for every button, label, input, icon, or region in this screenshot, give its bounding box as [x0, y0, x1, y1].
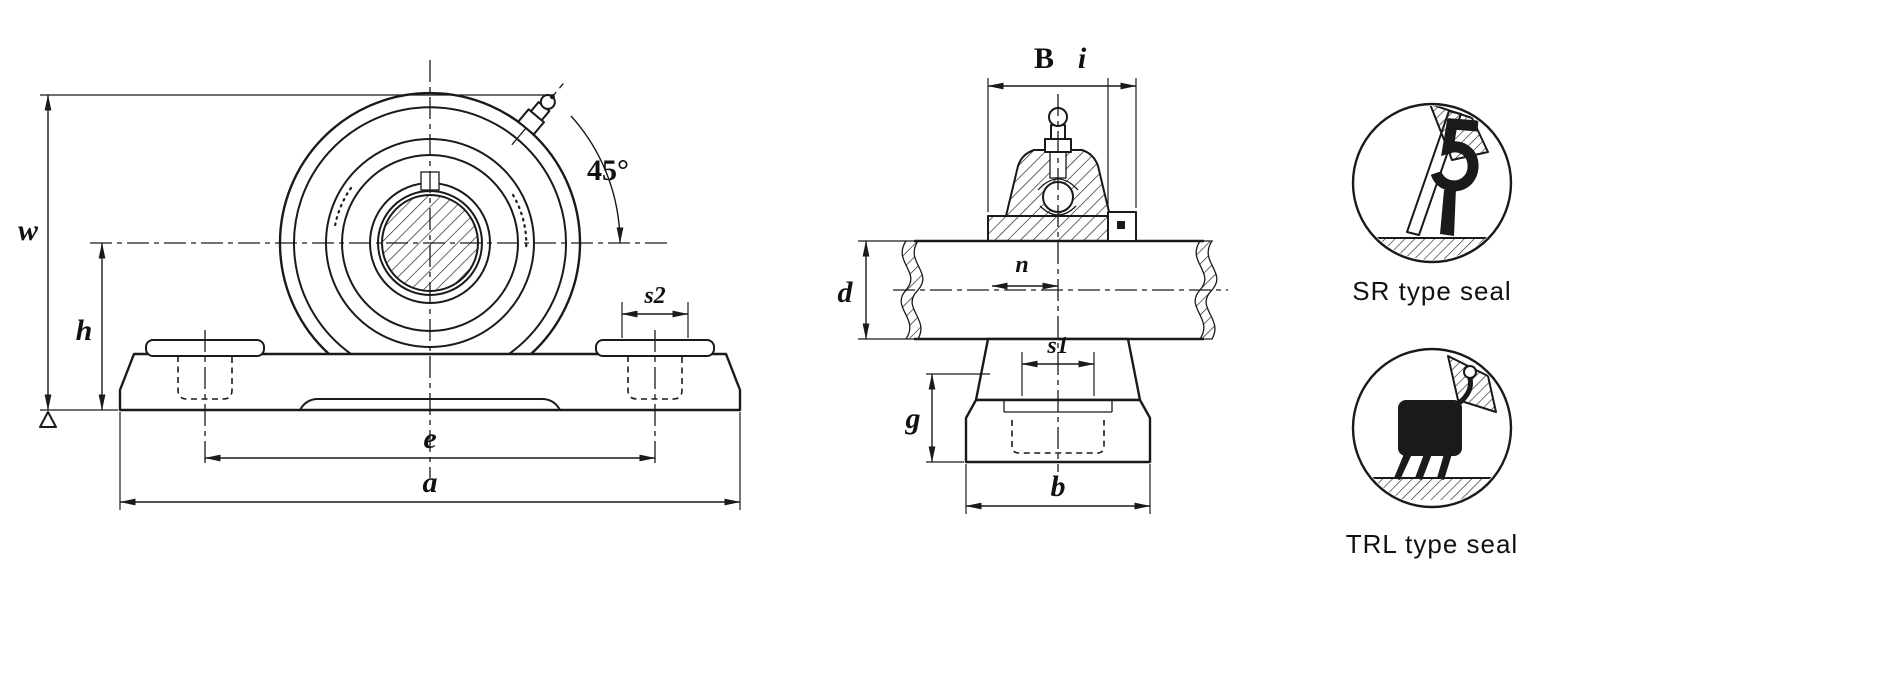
angle-label: 45° [587, 154, 629, 187]
dim-s1: s1 [1021, 333, 1095, 396]
dim-s1-label: s1 [1046, 333, 1068, 359]
dim-B-label: B [1034, 42, 1054, 75]
sr-shaft-surface [1355, 238, 1509, 260]
dim-a-label: a [423, 466, 438, 499]
side-view: B i d n s1 g [838, 42, 1228, 514]
dim-g-label: g [905, 402, 921, 435]
trl-spring-curl [1463, 365, 1477, 379]
dim-b: b [965, 464, 1151, 514]
dim-w-label: w [18, 214, 39, 247]
housing-outer-arc [278, 91, 582, 355]
dim-e: e [204, 422, 656, 462]
angle-arc [570, 115, 624, 244]
dim-h: h [76, 242, 106, 411]
front-view-centerlines [90, 60, 668, 478]
base-outline [118, 352, 742, 412]
seal-sr-label: SR type seal [1352, 276, 1511, 306]
dim-h-label: h [76, 314, 93, 347]
dim-s2-label: s2 [643, 283, 665, 309]
datum-triangle-icon [39, 411, 57, 428]
dim-d: d [838, 240, 906, 340]
dim-n: n [991, 252, 1059, 290]
angle-annotation: 45° [570, 115, 629, 244]
dim-w: w [18, 94, 552, 411]
locking-collar [1107, 211, 1137, 242]
trl-seal-body [1398, 400, 1462, 456]
sr-seal-profile [1430, 118, 1479, 192]
trl-lip-2 [1415, 454, 1432, 480]
dim-b-label: b [1051, 470, 1066, 503]
dim-a: a [119, 412, 741, 510]
trl-seal-hook [1456, 377, 1473, 406]
dim-g: g [905, 373, 990, 463]
seal-trl-content [1355, 355, 1509, 500]
trl-lip-3 [1437, 454, 1452, 480]
hidden-arc-left [333, 186, 353, 228]
sr-seal-lip [1440, 188, 1456, 236]
trl-lip-1 [1394, 454, 1412, 480]
front-view: 45° w h s2 e [18, 60, 742, 510]
dim-s2: s2 [621, 283, 689, 338]
grease-fitting-front [511, 83, 564, 146]
front-view-base [118, 330, 742, 468]
seal-trl-label: TRL type seal [1346, 529, 1518, 559]
hidden-arc-right [511, 193, 528, 253]
dim-B-i: B i [987, 42, 1137, 212]
dim-d-label: d [838, 276, 854, 309]
seal-detail-sr: SR type seal [1351, 102, 1513, 306]
sr-detail-circle [1351, 102, 1513, 264]
trl-shaft-surface [1355, 478, 1509, 500]
base-recess-lines [1003, 400, 1113, 413]
set-screw-dot [1117, 221, 1125, 229]
bearing-ring-section [987, 215, 1109, 242]
dim-n-label: n [1015, 252, 1028, 278]
dim-i-label: i [1078, 42, 1087, 75]
dim-e-label: e [423, 422, 436, 455]
trl-detail-circle [1351, 347, 1513, 509]
base-slot-hidden [1011, 420, 1105, 454]
seal-detail-trl: TRL type seal [1346, 347, 1518, 559]
seal-sr-content [1355, 106, 1509, 260]
